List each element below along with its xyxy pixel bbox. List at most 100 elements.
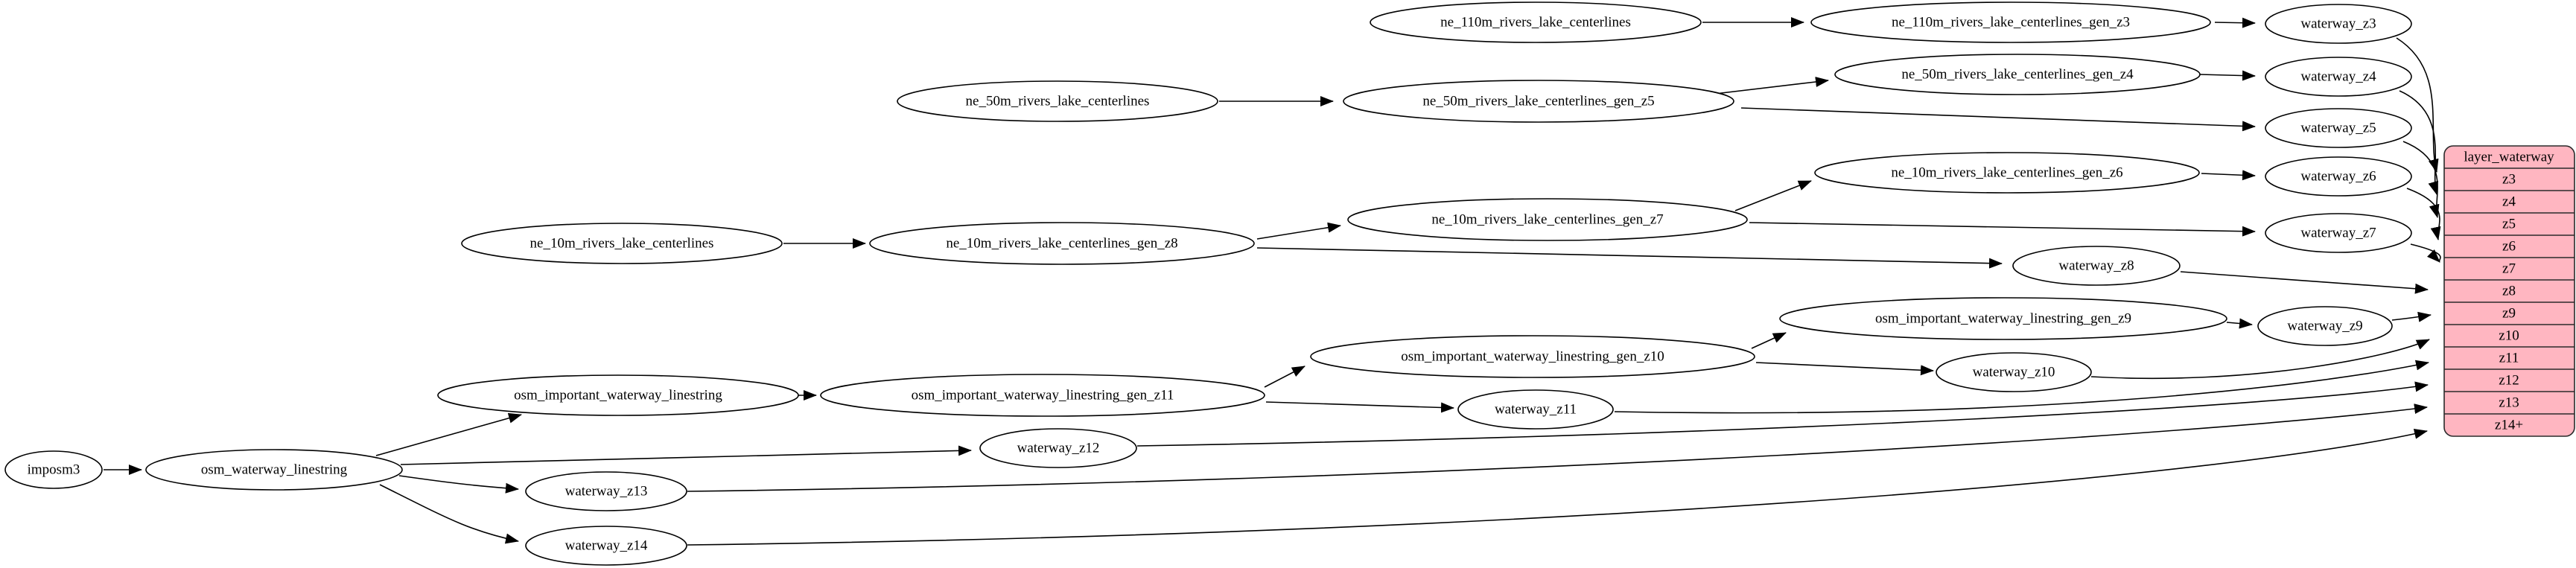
node-ne-110m-rivers-lake-centerlines-gen-z3: ne_110m_rivers_lake_centerlines_gen_z3 — [1810, 1, 2211, 43]
layer-waterway-table: layer_waterway z3 z4 z5 z6 z7 z8 z9 z10 … — [2443, 145, 2575, 437]
node-label-imposm3: imposm3 — [28, 462, 80, 478]
node-ne-110m-rivers-lake-centerlines: ne_110m_rivers_lake_centerlines — [1370, 1, 1702, 43]
table-title: layer_waterway — [2464, 150, 2554, 165]
node-waterway-z14: waterway_z14 — [525, 526, 687, 566]
edge-gen-z9-to-waterway-z9 — [2226, 318, 2253, 329]
node-osm-important-waterway-linestring-gen-z10: osm_important_waterway_linestring_gen_z1… — [1310, 335, 1755, 378]
edge-waterway-z3-to-row-z3 — [2396, 37, 2439, 173]
node-label-ne-10m-rivers-lake-centerlines-gen-z7: ne_10m_rivers_lake_centerlines_gen_z7 — [1431, 212, 1663, 228]
edge-gen-z8-to-gen-z7 — [1256, 222, 1341, 240]
edge-gen-z8-to-waterway-z8 — [1256, 247, 2003, 269]
table-row-z12: z12 — [2499, 373, 2519, 389]
node-ellipse-waterway-z11 — [1457, 389, 1614, 430]
node-label-waterway-z13: waterway_z13 — [565, 484, 648, 500]
node-label-waterway-z12: waterway_z12 — [1017, 441, 1100, 456]
node-label-waterway-z11: waterway_z11 — [1495, 402, 1577, 418]
edge-waterway-z14-to-row-z14 — [687, 428, 2428, 546]
node-label-waterway-z6: waterway_z6 — [2300, 169, 2376, 185]
node-ellipse-osm-important-waterway-linestring-gen-z9 — [1779, 297, 2227, 340]
edge-waterway-z8-to-row-z8 — [2180, 271, 2429, 294]
edge-gen-z7-to-waterway-z7 — [1749, 222, 2256, 237]
node-ellipse-waterway-z14 — [525, 526, 687, 566]
edge-waterway-z6-to-row-z6 — [2406, 188, 2441, 240]
node-osm-waterway-linestring: osm_waterway_linestring — [145, 449, 403, 491]
node-osm-important-waterway-linestring: osm_important_waterway_linestring — [437, 374, 799, 416]
node-label-waterway-z9: waterway_z9 — [2287, 319, 2362, 334]
edge-waterway-z11-to-row-z11 — [1614, 360, 2429, 414]
node-ellipse-osm-important-waterway-linestring-gen-z10 — [1310, 335, 1755, 378]
node-ellipse-waterway-z9 — [2257, 306, 2393, 346]
node-ellipse-waterway-z13 — [525, 471, 687, 511]
node-waterway-z4: waterway_z4 — [2265, 57, 2412, 97]
node-ellipse-ne-10m-rivers-lake-centerlines — [461, 223, 783, 264]
edge-gen-z5-to-waterway-z5 — [1740, 107, 2256, 132]
node-waterway-z6: waterway_z6 — [2265, 156, 2412, 197]
node-label-waterway-z10: waterway_z10 — [1973, 365, 2055, 380]
node-ne-10m-rivers-lake-centerlines-gen-z8: ne_10m_rivers_lake_centerlines_gen_z8 — [869, 222, 1255, 265]
table-row-z8: z8 — [2502, 284, 2516, 299]
node-label-waterway-z7: waterway_z7 — [2300, 226, 2376, 241]
node-label-waterway-z14: waterway_z14 — [565, 538, 648, 554]
node-ellipse-ne-50m-rivers-lake-centerlines-gen-z5 — [1343, 80, 1734, 123]
node-label-osm-important-waterway-linestring-gen-z10: osm_important_waterway_linestring_gen_z1… — [1401, 349, 1664, 365]
edge-waterway-z13-to-row-z13 — [687, 403, 2428, 492]
edge-waterway-z4-to-row-z4 — [2399, 90, 2439, 195]
edge-gen-z7-to-gen-z6 — [1734, 180, 1812, 211]
node-ellipse-waterway-z4 — [2265, 57, 2412, 97]
edge-waterway-z7-to-row-z7 — [2410, 243, 2441, 263]
node-ellipse-ne-10m-rivers-lake-centerlines-gen-z8 — [869, 222, 1255, 265]
table-row-z5: z5 — [2502, 217, 2516, 232]
table-row-z9: z9 — [2502, 306, 2516, 322]
node-ellipse-ne-10m-rivers-lake-centerlines-gen-z7 — [1347, 198, 1748, 241]
edge-gen-z3-to-waterway-z3 — [2214, 17, 2256, 28]
node-waterway-z8: waterway_z8 — [2012, 246, 2181, 286]
node-ellipse-waterway-z12 — [979, 428, 1137, 468]
edge-gen-z5-to-gen-z4 — [1714, 77, 1829, 95]
node-label-ne-10m-rivers-lake-centerlines-gen-z8: ne_10m_rivers_lake_centerlines_gen_z8 — [946, 236, 1177, 252]
table-row-z10: z10 — [2499, 328, 2519, 344]
node-imposm3: imposm3 — [4, 450, 103, 489]
node-label-ne-10m-rivers-lake-centerlines-gen-z6: ne_10m_rivers_lake_centerlines_gen_z6 — [1891, 165, 2122, 181]
table-row-z11: z11 — [2499, 351, 2519, 366]
edge-waterway-z12-to-row-z12 — [1136, 381, 2429, 447]
table-row-z13: z13 — [2499, 395, 2519, 411]
node-waterway-z10: waterway_z10 — [1936, 352, 2092, 392]
node-label-osm-important-waterway-linestring-gen-z11: osm_important_waterway_linestring_gen_z1… — [912, 388, 1174, 403]
node-waterway-z9: waterway_z9 — [2257, 306, 2393, 346]
node-ellipse-osm-important-waterway-linestring — [437, 374, 799, 416]
edge-gen-z11-to-gen-z10 — [1264, 366, 1306, 388]
edge-waterway-z5-to-row-z5 — [2402, 141, 2440, 218]
node-ellipse-osm-important-waterway-linestring-gen-z11 — [820, 374, 1265, 417]
node-osm-important-waterway-linestring-gen-z11: osm_important_waterway_linestring_gen_z1… — [820, 374, 1265, 417]
node-ne-50m-rivers-lake-centerlines-gen-z4: ne_50m_rivers_lake_centerlines_gen_z4 — [1834, 54, 2201, 95]
node-ne-10m-rivers-lake-centerlines-gen-z6: ne_10m_rivers_lake_centerlines_gen_z6 — [1814, 152, 2200, 194]
node-ellipse-ne-50m-rivers-lake-centerlines — [897, 80, 1218, 122]
edge-gen-z6-to-waterway-z6 — [2201, 170, 2256, 181]
node-ellipse-waterway-z3 — [2265, 4, 2412, 44]
node-waterway-z12: waterway_z12 — [979, 428, 1137, 468]
node-label-waterway-z8: waterway_z8 — [2058, 258, 2134, 274]
table-row-z6: z6 — [2502, 239, 2516, 255]
node-osm-important-waterway-linestring-gen-z9: osm_important_waterway_linestring_gen_z9 — [1779, 297, 2227, 340]
node-ellipse-waterway-z5 — [2265, 108, 2412, 148]
node-ellipse-ne-110m-rivers-lake-centerlines — [1370, 1, 1702, 43]
node-label-osm-waterway-linestring: osm_waterway_linestring — [201, 462, 348, 478]
node-ellipse-waterway-z10 — [1936, 352, 2092, 392]
table-row-z4: z4 — [2502, 194, 2516, 210]
node-ellipse-osm-waterway-linestring — [145, 449, 403, 491]
node-waterway-z5: waterway_z5 — [2265, 108, 2412, 148]
edge-gen-z4-to-waterway-z4 — [2199, 70, 2256, 81]
node-ellipse-ne-110m-rivers-lake-centerlines-gen-z3 — [1810, 1, 2211, 43]
node-label-ne-50m-rivers-lake-centerlines-gen-z5: ne_50m_rivers_lake_centerlines_gen_z5 — [1422, 94, 1654, 109]
edge-gen-z10-to-gen-z9 — [1751, 332, 1787, 349]
edge-osm-waterway-to-osm-important-waterway — [375, 412, 522, 456]
table-row-z7: z7 — [2502, 261, 2516, 277]
node-waterway-z3: waterway_z3 — [2265, 4, 2412, 44]
node-waterway-z11: waterway_z11 — [1457, 389, 1614, 430]
edge-gen-z10-to-waterway-z10 — [1755, 362, 1934, 376]
node-label-osm-important-waterway-linestring: osm_important_waterway_linestring — [514, 388, 722, 403]
node-label-ne-10m-rivers-lake-centerlines: ne_10m_rivers_lake_centerlines — [530, 236, 714, 252]
node-ne-50m-rivers-lake-centerlines-gen-z5: ne_50m_rivers_lake_centerlines_gen_z5 — [1343, 80, 1734, 123]
